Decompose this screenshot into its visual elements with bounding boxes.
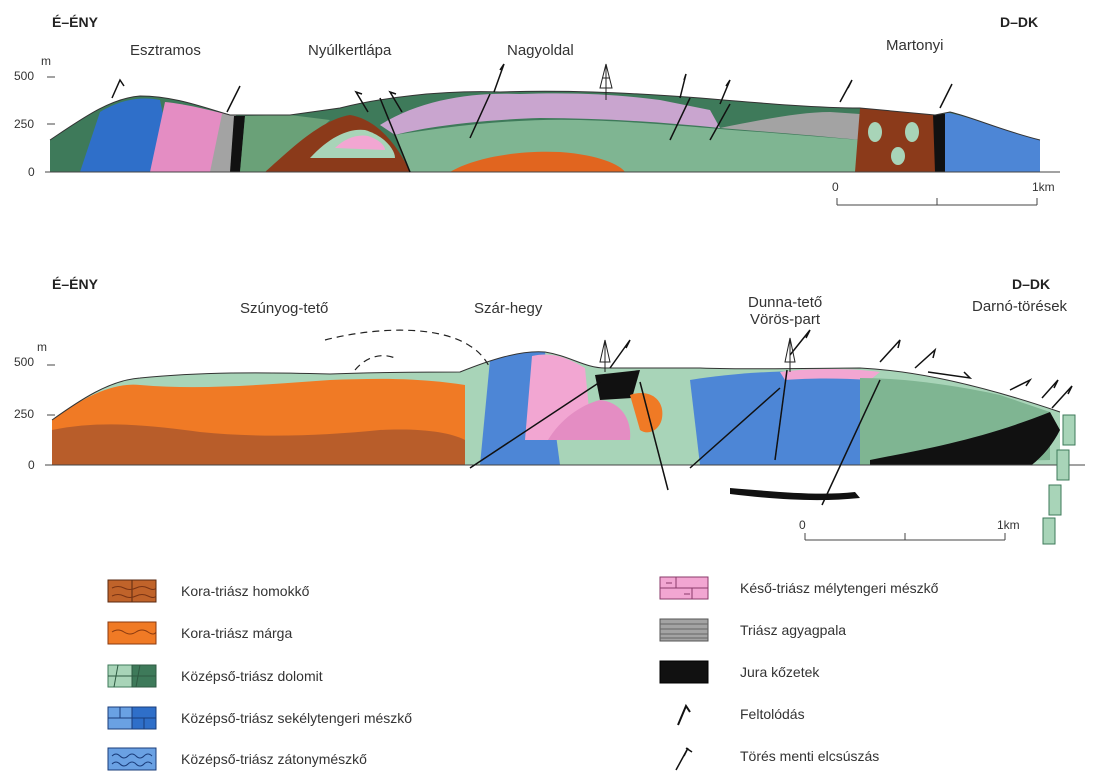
s1-place-esztramos: Esztramos <box>130 42 201 59</box>
s2-thrust-arrow-1 <box>610 340 630 368</box>
legend-label-kozepso-dolomit: Középső-triász dolomit <box>181 668 323 684</box>
s2-slip-arrow-3 <box>1052 386 1072 408</box>
s2-direction-left: É–ÉNY <box>52 276 98 292</box>
s2-place-darno-toresek: Darnó-törések <box>972 298 1067 315</box>
s2-tick-500: 500 <box>14 355 34 369</box>
s1-dolomite-block-1 <box>868 122 882 142</box>
s1-axis-unit: m <box>41 54 51 68</box>
s1-dolomite-block-2 <box>905 122 919 142</box>
s2-place-voros-part: Vörös-part <box>750 311 820 328</box>
section-1-profile <box>50 80 1050 175</box>
legend-label-keso-melytengeri: Késő-triász mélytengeri mészkő <box>740 580 938 596</box>
thrust-arrow-4 <box>494 64 504 92</box>
s1-axis-ticks <box>47 77 55 124</box>
s1-tick-250: 250 <box>14 117 34 131</box>
s2-scale-end: 1km <box>997 518 1020 532</box>
s2-place-dunna-teto: Dunna-tető <box>748 294 822 311</box>
s1-dolomite-block-3 <box>891 147 905 165</box>
s2-eroded-anticline-outline <box>325 330 490 368</box>
s1-scale-end: 1km <box>1032 180 1055 194</box>
s2-axis-ticks <box>47 365 55 415</box>
swatch-kora-homokko <box>108 580 156 602</box>
thrust-arrow-1 <box>112 80 124 98</box>
slip-arrow-1 <box>227 86 240 112</box>
s1-scale-zero: 0 <box>832 180 839 194</box>
s2-tick-0: 0 <box>28 458 35 472</box>
s2-slip-arrow-2 <box>915 350 935 368</box>
s1-limestone-right <box>945 112 1040 172</box>
s1-place-nyulkertlapa: Nyúlkertlápa <box>308 42 391 59</box>
swatch-kora-marga <box>108 622 156 644</box>
s2-axis-unit: m <box>37 340 47 354</box>
swatch-jura <box>660 661 708 683</box>
elcsuszas-icon <box>676 748 692 770</box>
legend-label-agyagpala: Triász agyagpala <box>740 622 846 638</box>
s1-direction-right: D–DK <box>1000 14 1038 30</box>
s2-scale-zero: 0 <box>799 518 806 532</box>
s2-thrust-arrow-5 <box>1042 380 1058 398</box>
swatch-zatonymeszko <box>108 748 156 770</box>
legend-label-kora-homokko: Kora-triász homokkő <box>181 583 309 599</box>
legend-label-sekelytengeri: Középső-triász sekélytengeri mészkő <box>181 710 412 726</box>
s1-tick-0: 0 <box>28 165 35 179</box>
s1-scale-bar <box>837 198 1037 205</box>
s1-place-nagyoldal: Nagyoldal <box>507 42 574 59</box>
slip-arrow-2 <box>840 80 852 102</box>
swatch-kozepso-dolomit <box>108 665 156 687</box>
s2-limestone-right <box>690 371 865 465</box>
swatch-agyagpala <box>660 619 708 641</box>
legend-label-feltolodas: Feltolódás <box>740 706 805 722</box>
s1-tick-500: 500 <box>14 69 34 83</box>
s2-eroded-inner-outline <box>355 356 395 370</box>
legend-label-kora-marga: Kora-triász márga <box>181 625 292 641</box>
s1-jura-right <box>933 114 945 172</box>
s2-thrust-arrow-4 <box>1010 380 1030 390</box>
s2-jura-bottom <box>730 488 860 500</box>
slip-arrow-3 <box>940 84 952 108</box>
s1-direction-left: É–ÉNY <box>52 14 98 30</box>
s2-drill-tower-icon-1 <box>600 340 610 372</box>
legend-label-jura: Jura kőzetek <box>740 664 819 680</box>
legend-label-elcsuszas: Törés menti elcsúszás <box>740 748 879 764</box>
s2-direction-right: D–DK <box>1012 276 1050 292</box>
thrust-arrow-5 <box>680 74 686 98</box>
legend-label-zatonymeszko: Középső-triász zátonymészkő <box>181 751 367 767</box>
s2-scale-bar <box>805 533 1005 540</box>
s2-drill-tower-icon-2 <box>785 338 795 372</box>
s1-place-martonyi: Martonyi <box>886 37 944 54</box>
feltolodas-icon <box>678 706 690 725</box>
s2-tick-250: 250 <box>14 407 34 421</box>
s2-place-szunyog-teto: Szúnyog-tető <box>240 300 328 317</box>
section-2-profile <box>52 340 1062 490</box>
s2-slip-arrow-1 <box>880 340 900 362</box>
s2-place-szar-hegy: Szár-hegy <box>474 300 542 317</box>
swatch-keso-melytengeri <box>660 577 708 599</box>
swatch-sekelytengeri <box>108 707 156 729</box>
